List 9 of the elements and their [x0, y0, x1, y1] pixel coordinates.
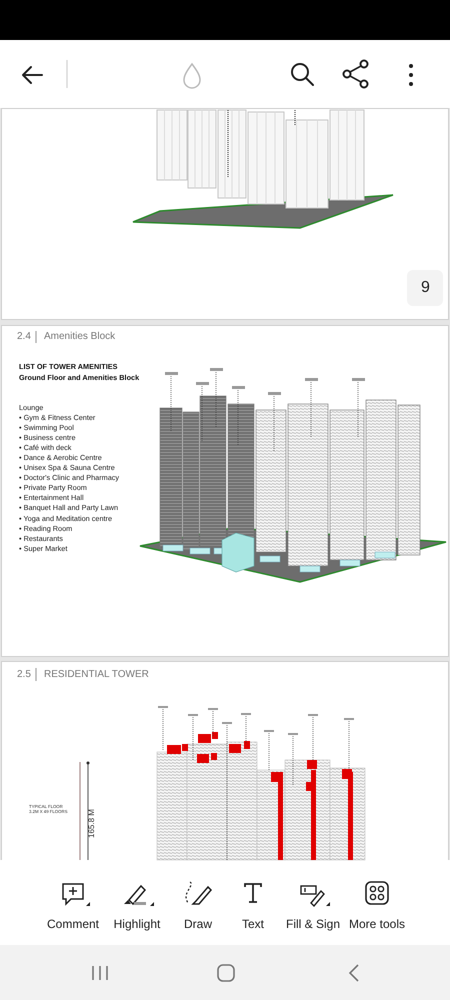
app-bar [0, 40, 450, 108]
status-bar [0, 0, 450, 40]
section-title: Amenities Block [44, 331, 116, 342]
section-number: 2.5 [17, 669, 31, 680]
section-title: RESIDENTIAL TOWER [44, 669, 149, 680]
navigation-bar [0, 945, 450, 1000]
dimension-label: 165.8 M [88, 809, 97, 838]
section-number: 2.4 [17, 331, 31, 342]
page-number: 9 [421, 279, 430, 297]
